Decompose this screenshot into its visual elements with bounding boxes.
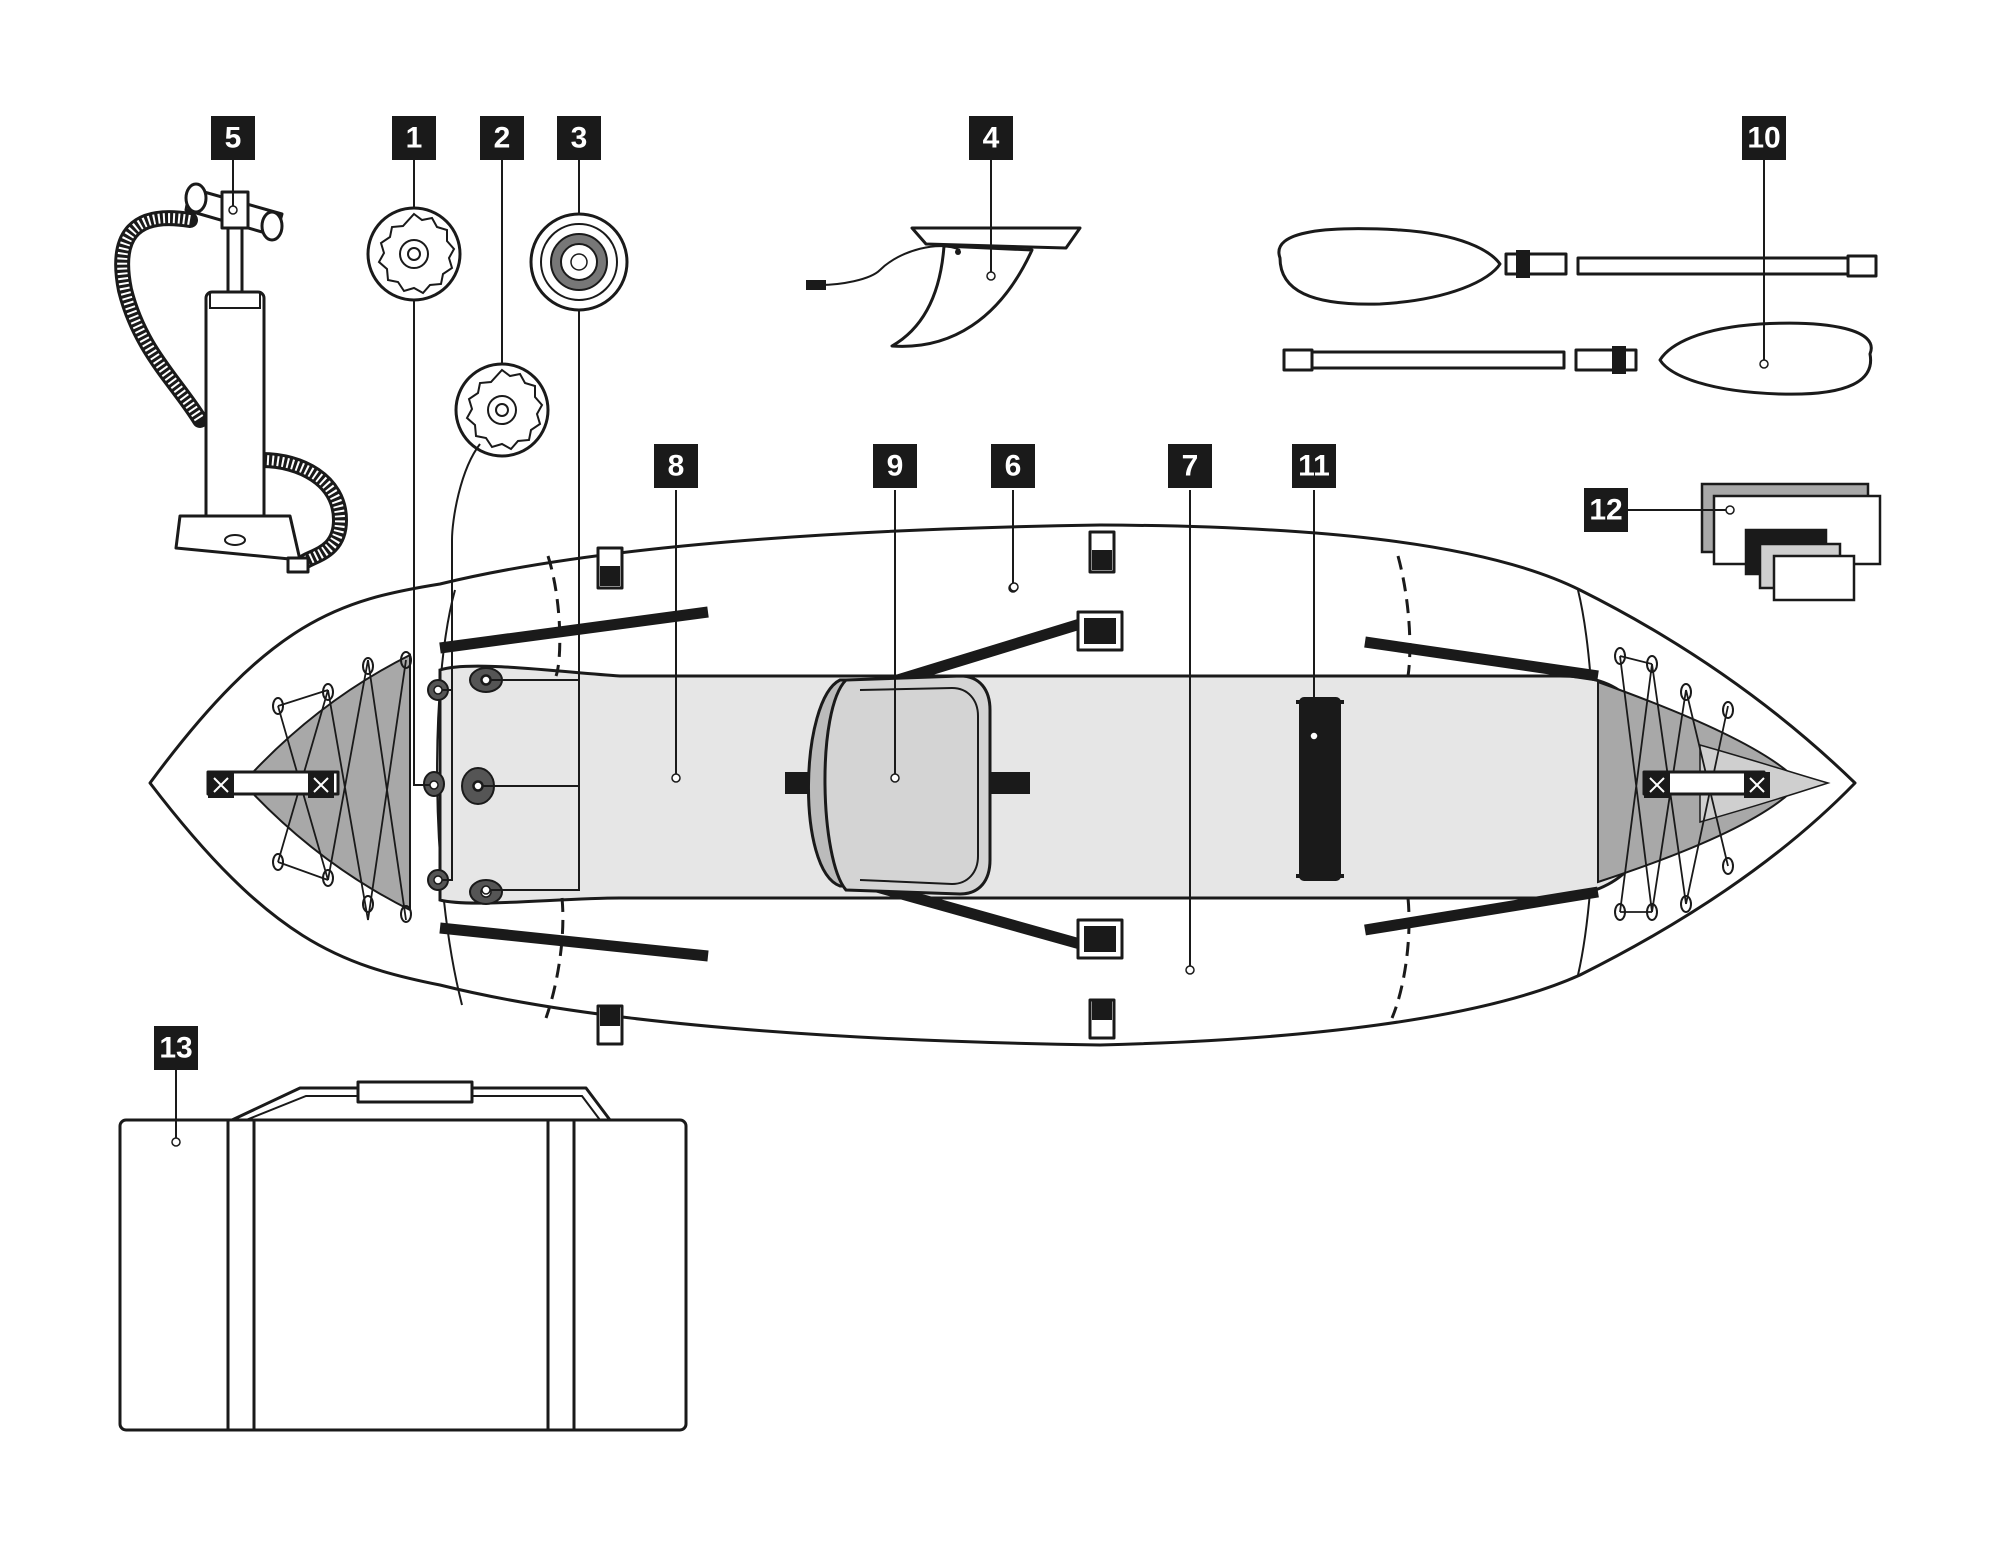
repair-patches: [1700, 482, 1882, 602]
callout-badge-8: 8: [654, 444, 698, 488]
carry-bag: [118, 1080, 688, 1432]
callout-badge-9: 9: [873, 444, 917, 488]
callout-label-12: 12: [1589, 494, 1622, 527]
callout-label-11: 11: [1298, 450, 1330, 483]
callout-label-4: 4: [983, 122, 1000, 155]
callout-badge-2: 2: [480, 116, 524, 160]
callout-badge-11: 11: [1292, 444, 1336, 488]
fin: [806, 226, 1082, 348]
floor-area: [438, 664, 1662, 905]
callout-badge-1: 1: [392, 116, 436, 160]
bow-handle: [206, 770, 340, 798]
hand-pump: [114, 182, 349, 574]
callout-badge-3: 3: [557, 116, 601, 160]
callout-label-3: 3: [571, 122, 588, 155]
valve-cap-2: [454, 362, 550, 458]
leader-lines: [175, 156, 1765, 1142]
callout-badge-6: 6: [991, 444, 1035, 488]
callout-label-6: 6: [1005, 450, 1022, 483]
callout-badge-5: 5: [211, 116, 255, 160]
callout-badge-10: 10: [1742, 116, 1786, 160]
callout-label-8: 8: [668, 450, 685, 483]
valve-cap-1: [366, 206, 462, 302]
paddle: [1277, 227, 1878, 396]
leader-dots: [171, 205, 1769, 1147]
callout-badge-12: 12: [1584, 488, 1628, 532]
callout-badge-13: 13: [154, 1026, 198, 1070]
callout-label-7: 7: [1182, 450, 1199, 483]
callout-label-13: 13: [159, 1032, 192, 1065]
kayak-hull: [148, 523, 1857, 1047]
side-d-rings: [596, 530, 1116, 1046]
seat: [785, 610, 1124, 960]
callout-label-5: 5: [225, 122, 242, 155]
callout-label-2: 2: [494, 122, 511, 155]
callout-label-9: 9: [887, 450, 904, 483]
stern-handle: [1642, 770, 1770, 798]
center-carry-handle: [1296, 697, 1344, 881]
hull-valves: [423, 667, 503, 905]
callout-badge-4: 4: [969, 116, 1013, 160]
valve-3: [529, 212, 629, 312]
callout-badge-7: 7: [1168, 444, 1212, 488]
stern-lacing-cords: [1614, 647, 1734, 921]
callout-label-1: 1: [406, 122, 423, 155]
callout-label-10: 10: [1747, 122, 1780, 155]
